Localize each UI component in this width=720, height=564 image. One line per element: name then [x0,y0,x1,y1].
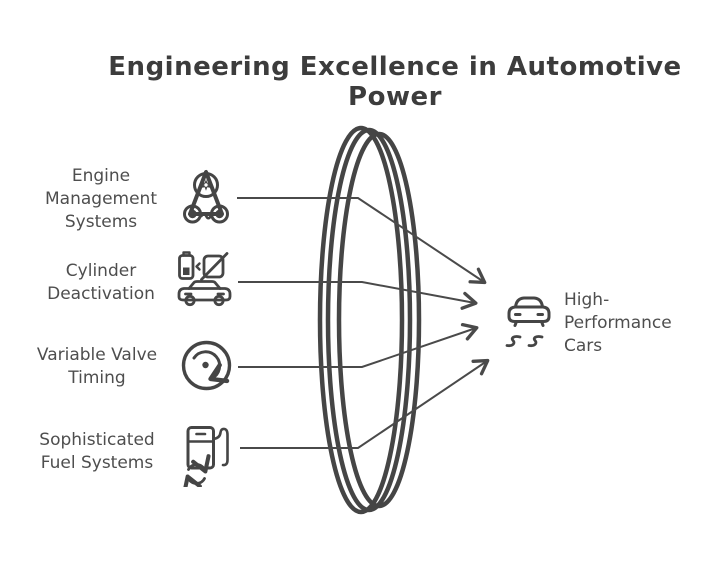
connector-cylinder-deactivation [238,281,478,310]
feature-label-engine-management: Engine Management Systems [45,166,157,232]
connector-variable-valve [238,323,479,368]
feature-label-cylinder-deactivation: Cylinder Deactivation [47,261,155,304]
drifting-car-icon [505,296,551,348]
timing-belt-icon [183,170,229,224]
feature-label-fuel-systems: Sophisticated Fuel Systems [39,430,155,473]
connector-arrows [237,197,490,449]
feature-label-variable-valve-timing: Variable Valve Timing [36,345,158,388]
fuel-pump-refresh-icon [182,426,229,487]
connector-fuel-systems [240,358,490,449]
lens-shape [317,125,422,515]
diagram-title: Engineering Excellence in Automotive Pow… [108,52,682,112]
result-label-high-performance-cars: High- Performance Cars [564,290,672,356]
connector-engine-management [237,197,487,285]
rotation-arrow-icon [181,340,232,391]
battery-car-deactivation-icon [177,251,232,307]
